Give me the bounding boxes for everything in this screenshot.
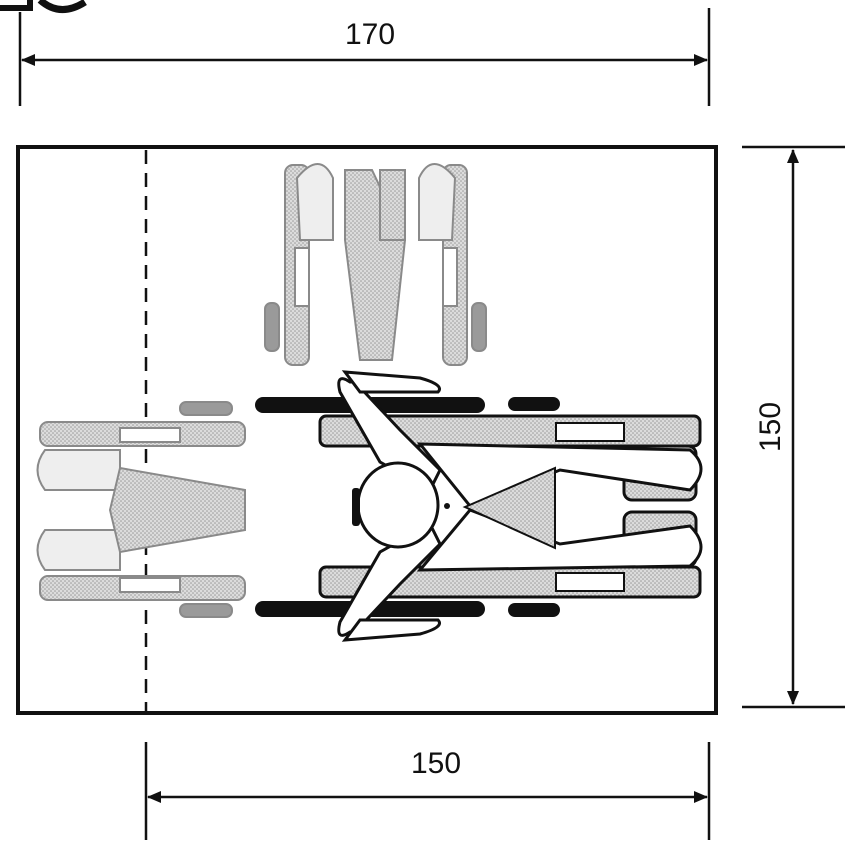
right-dimension: 150 [742,145,845,709]
arm-bottom [337,521,442,637]
top-dimension: 170 [18,8,711,106]
caster-top [508,397,560,411]
top-dimension-label: 170 [345,18,395,51]
bottom-dimension-label: 150 [411,747,461,780]
arm-top [337,377,442,493]
ghost-wheelchair-top [264,163,487,366]
leg-bottom [416,508,703,572]
turning-space-boundary [16,145,718,715]
seat-cushion [462,466,556,550]
right-dimension-label: 150 [754,402,787,452]
leg-top [416,442,703,508]
user-head [356,461,440,549]
caster-bottom [508,603,560,617]
main-wheelchair [255,370,703,642]
cropped-heading-fragment [0,0,87,13]
ghost-wheelchair-left [36,401,246,618]
bottom-dimension: 150 [144,742,711,840]
